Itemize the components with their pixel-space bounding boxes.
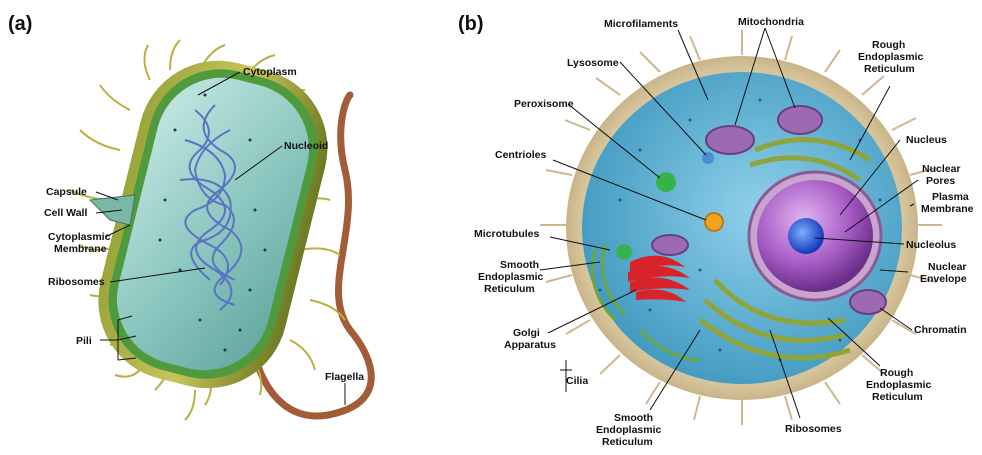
panel-b-letter: (b) (458, 13, 484, 35)
peroxisome-shape (656, 172, 676, 192)
lysosome-shape (702, 152, 714, 164)
vesicle-shape (616, 244, 632, 260)
label-nucleoid: Nucleoid (284, 140, 328, 152)
label-cytoplasmic-membrane-line1: Cytoplasmic (48, 231, 111, 243)
label-centrioles: Centrioles (495, 149, 547, 161)
label-smooth-er-bottom-line3: Reticulum (602, 436, 653, 448)
label-microfilaments: Microfilaments (604, 18, 678, 30)
label-ribosomes: Ribosomes (48, 276, 105, 288)
panel-a-letter: (a) (8, 13, 32, 35)
label-smooth-er-bottom-line2: Endoplasmic (596, 424, 662, 436)
label-nuclear-pores-line1: Nuclear (922, 163, 961, 175)
label-capsule: Capsule (46, 186, 87, 198)
label-nuclear-pores-line2: Pores (926, 175, 955, 187)
membrane-flap-shape (90, 195, 135, 225)
label-mitochondria: Mitochondria (738, 16, 804, 28)
label-smooth-er-bottom-line1: Smooth (614, 412, 653, 424)
label-rough-er-bottom-line2: Endoplasmic (866, 379, 932, 391)
nucleolus-shape (788, 218, 824, 254)
label-rough-er-top-line1: Rough (872, 39, 905, 51)
label-rough-er-top-line2: Endoplasmic (858, 51, 924, 63)
label-cell-wall: Cell Wall (44, 207, 87, 219)
label-cytoplasmic-membrane-line2: Membrane (54, 243, 107, 255)
label-rough-er-bottom-line3: Reticulum (872, 391, 923, 403)
label-cilia: Cilia (566, 375, 588, 387)
label-plasma-membrane-line1: Plasma (932, 191, 969, 203)
animal-cell-illustration (540, 30, 942, 425)
label-peroxisome: Peroxisome (514, 98, 574, 110)
label-lysosome: Lysosome (567, 57, 619, 69)
label-plasma-membrane-line2: Membrane (921, 203, 974, 215)
label-rough-er-top-line3: Reticulum (864, 63, 915, 75)
label-flagella: Flagella (325, 371, 364, 383)
label-ribosomes-b: Ribosomes (785, 423, 842, 435)
label-smooth-er-left-line1: Smooth (500, 259, 539, 271)
label-microtubules: Microtubules (474, 228, 539, 240)
label-golgi-line2: Apparatus (504, 339, 556, 351)
label-nucleolus: Nucleolus (906, 239, 956, 251)
label-rough-er-bottom-line1: Rough (880, 367, 913, 379)
label-nuclear-envelope-line1: Nuclear (928, 261, 967, 273)
bacterium-illustration (70, 40, 371, 420)
label-smooth-er-left-line3: Reticulum (484, 283, 535, 295)
label-golgi-line1: Golgi (513, 327, 540, 339)
label-nuclear-envelope-line2: Envelope (920, 273, 967, 285)
centrioles-shape (705, 213, 723, 231)
label-nucleus: Nucleus (906, 134, 947, 146)
label-pili: Pili (76, 335, 92, 347)
label-smooth-er-left-line2: Endoplasmic (478, 271, 544, 283)
label-chromatin: Chromatin (914, 324, 967, 336)
label-cytoplasm: Cytoplasm (243, 66, 297, 78)
